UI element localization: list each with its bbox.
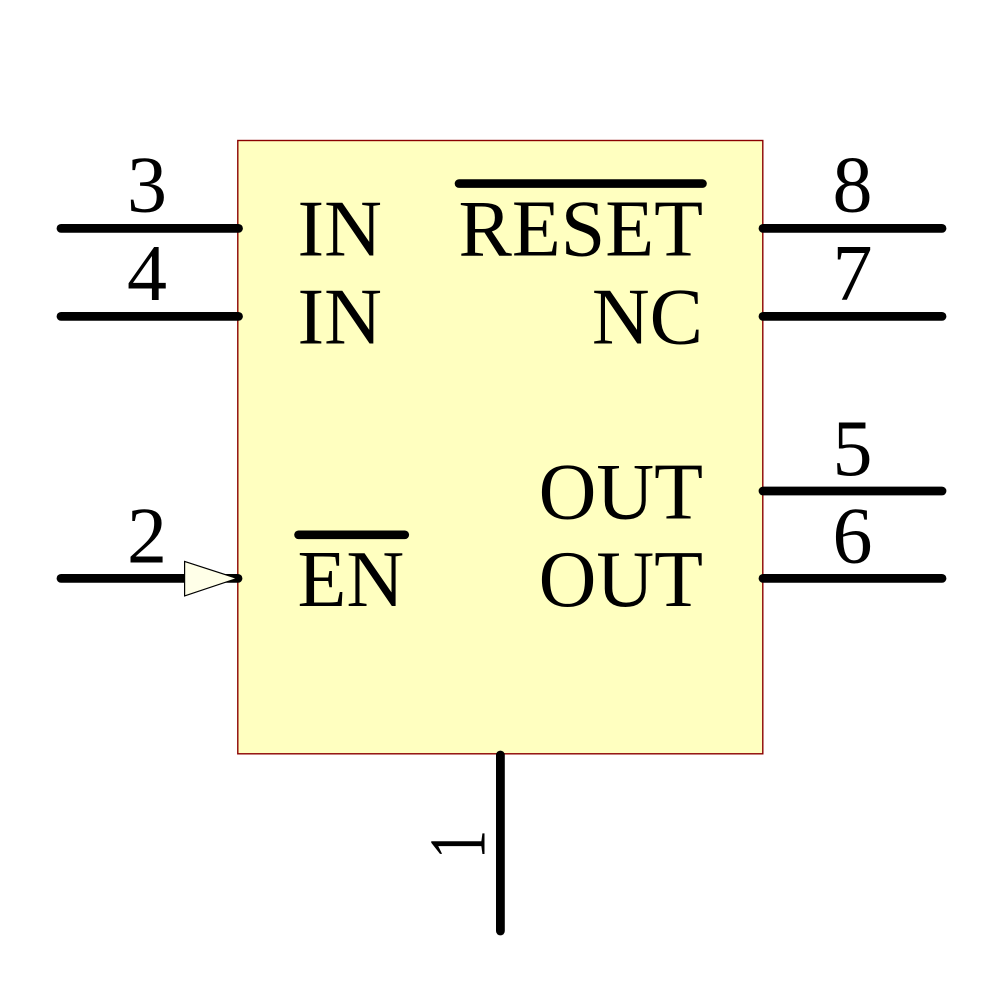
- svg-text:4: 4: [127, 230, 167, 318]
- svg-text:7: 7: [833, 230, 873, 318]
- svg-text:2: 2: [127, 492, 167, 580]
- svg-text:RESET: RESET: [459, 186, 703, 274]
- svg-text:IN: IN: [298, 186, 382, 274]
- svg-text:1: 1: [415, 830, 503, 859]
- svg-text:5: 5: [833, 405, 873, 493]
- svg-text:NC: NC: [592, 274, 703, 362]
- svg-text:6: 6: [833, 492, 873, 580]
- svg-text:OUT: OUT: [539, 449, 703, 537]
- svg-text:OUT: OUT: [539, 536, 703, 624]
- svg-text:8: 8: [833, 142, 873, 230]
- svg-text:3: 3: [127, 142, 167, 230]
- svg-text:EN: EN: [298, 536, 405, 624]
- svg-text:IN: IN: [298, 274, 382, 362]
